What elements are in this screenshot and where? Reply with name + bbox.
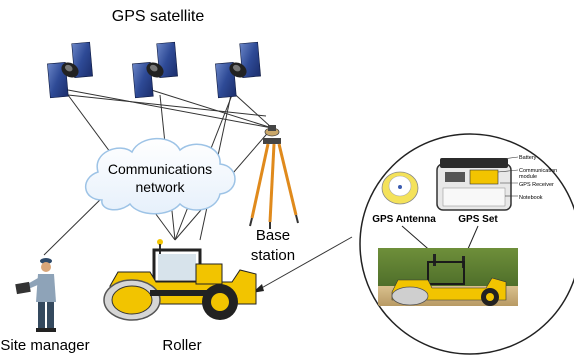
gps-antenna-label: GPS Antenna (372, 214, 436, 225)
site-manager-person-icon (15, 258, 56, 332)
communication-module-callout-line2: module (519, 174, 537, 180)
gps-equipment-inset: GPS Antenna GPS Set Battery Communicatio… (359, 133, 574, 355)
gps-satellite-label: GPS satellite (112, 8, 205, 25)
base-station-label-line1: Base (256, 227, 290, 244)
notebook-callout: Notebook (519, 195, 543, 201)
gps-set-box-icon (436, 158, 512, 211)
satellite-icon (132, 41, 178, 99)
roller-machine-icon (103, 239, 257, 321)
cloud-icon (85, 137, 236, 215)
satellite-icon (215, 41, 261, 99)
satellite-icon (47, 41, 93, 99)
communications-network-label-line2: network (135, 179, 185, 195)
gps-receiver-callout: GPS Receiver (519, 182, 554, 188)
base-station-label-line2: station (251, 247, 295, 264)
base-station-tripod-icon (249, 125, 299, 229)
communications-network-label-line1: Communications (108, 161, 212, 177)
roller-photo (378, 248, 518, 306)
gps-set-label: GPS Set (458, 214, 498, 225)
battery-callout: Battery (519, 155, 537, 161)
site-manager-label: Site manager (0, 337, 89, 354)
gps-antenna-icon (381, 171, 419, 205)
callout-lines (495, 156, 519, 197)
communication-module-callout-line1: Communication (519, 168, 557, 174)
roller-label: Roller (162, 337, 201, 354)
